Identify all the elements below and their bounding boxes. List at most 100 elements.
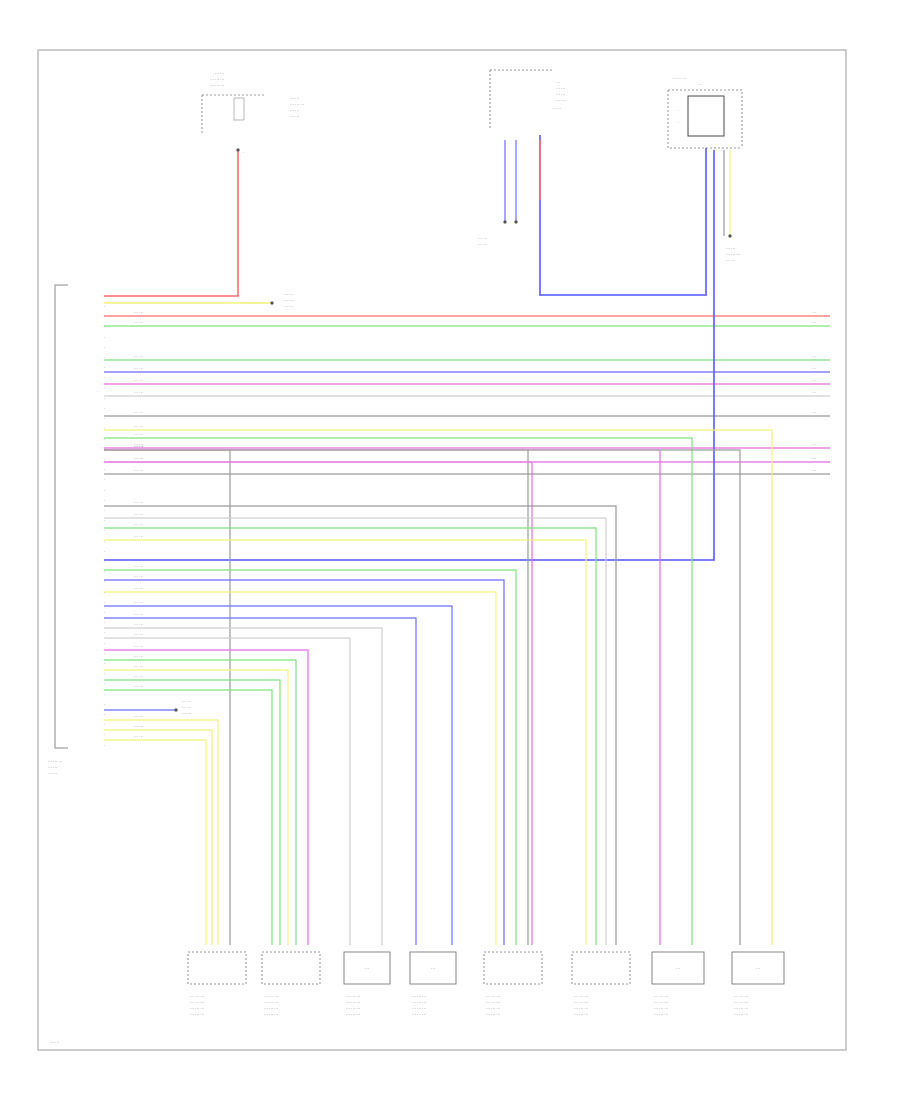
top-left-label-1: ··· ··· — [215, 71, 224, 76]
connector-a: ··· ··· ··· ··· ··· ··· — [182, 699, 191, 716]
bottom-component-8: ······ ··· ······ ··· ······ ··· ······ … — [731, 951, 785, 1017]
wire-label: ··· ··· — [134, 674, 143, 679]
wire-label: · — [243, 150, 244, 155]
wire-label: ··· — [812, 442, 816, 447]
component-box — [483, 951, 543, 985]
splice-dot — [174, 708, 178, 712]
component-caption: ··· ··· ··· — [412, 1012, 426, 1017]
wire-drop — [104, 539, 587, 945]
component-caption: ··· ··· ··· — [654, 1006, 668, 1011]
pin-number: · — [104, 702, 105, 707]
wire-label: ··· ··· — [134, 456, 143, 461]
component-box — [571, 951, 631, 985]
pin-number: · — [104, 518, 105, 523]
wire-drop — [104, 719, 219, 945]
wire-drop — [104, 679, 281, 945]
wire-label: ··· ··· — [134, 512, 143, 517]
component-caption: ··· ··· ··· — [190, 1006, 204, 1011]
wire-label: ··· — [812, 468, 816, 473]
pin-number: · — [104, 436, 105, 441]
wire-drop — [104, 579, 505, 945]
pin-number: · — [104, 651, 105, 656]
wire-drop — [104, 669, 289, 945]
wire-label: ··· — [812, 310, 816, 315]
component-box — [731, 951, 785, 985]
footer-code: ··· ··· — [50, 1040, 59, 1045]
component-caption: ··· ··· ··· — [486, 994, 500, 999]
wire-drop — [104, 627, 383, 945]
pin-number: · — [104, 345, 105, 350]
wire-label: ··· ··· — [134, 534, 143, 539]
wire-label: ··· — [812, 410, 816, 415]
component-caption: ··· ··· ··· — [574, 1012, 588, 1017]
wire-label: ··· ··· — [134, 456, 143, 461]
component-caption: ··· ··· ··· — [654, 1012, 668, 1017]
wire-drop — [104, 617, 417, 945]
wire-label: ··· ··· — [134, 724, 143, 729]
wire-blue-long — [104, 150, 715, 561]
left-module-label-1: ··· ··· ··· — [48, 759, 62, 764]
splice-dot — [270, 301, 274, 305]
pin-number: · — [104, 385, 105, 390]
top-mid-component: ··· ··· ··· ··· ··· ··· ··· ··· ··· ··· … — [478, 69, 565, 247]
wire-drop — [104, 527, 597, 945]
svg-text:··· ···: ··· ··· — [290, 114, 299, 119]
left-module: ··· ··· ··· ··· ··· ··· ··· — [48, 284, 68, 776]
bottom-components: ··· ··· ······ ··· ······ ··· ······ ···… — [187, 951, 785, 1017]
pin-number: · — [104, 426, 105, 431]
pin-number: · — [104, 732, 105, 737]
component-caption: ··· ··· ··· — [574, 994, 588, 999]
connector-a-label-3: ··· ··· — [182, 711, 191, 716]
pin-number: · — [104, 559, 105, 564]
connector-a-label-1: ··· ··· — [182, 699, 191, 704]
wire-drop — [104, 437, 693, 945]
pin-number: · — [104, 681, 105, 686]
wire-drop — [104, 569, 517, 945]
svg-text:··· ···: ··· ··· — [552, 106, 561, 111]
pin-number: · — [104, 508, 105, 513]
wire-label: ··· ··· — [134, 622, 143, 627]
wire-label: ··· — [812, 390, 816, 395]
component-caption: ··· ··· ··· — [346, 1000, 360, 1005]
wire-label: ··· ··· — [134, 654, 143, 659]
wire-drop — [104, 649, 309, 945]
wire-label: ··· ··· — [134, 424, 143, 429]
component-caption: ··· ··· ··· — [654, 994, 668, 999]
pin-number: · — [104, 579, 105, 584]
bottom-component-5: ··· ··· ······ ··· ······ ··· ······ ···… — [483, 951, 543, 1017]
svg-text:··· ··· ···: ··· ··· ··· — [726, 252, 740, 257]
top-mid-label-2: ··· ··· — [556, 86, 565, 91]
wire-drop — [104, 591, 497, 945]
pin-labels: ········································… — [104, 150, 816, 747]
wire-label: ··· ··· — [134, 442, 143, 447]
wire-label: ··· ··· — [134, 390, 143, 395]
splice-dot — [236, 148, 240, 152]
wire-label: ··· ··· — [134, 734, 143, 739]
wire-drop — [104, 461, 533, 945]
bottom-component-3: ······ ··· ······ ··· ······ ··· ······ … — [343, 951, 391, 1017]
component-caption: ··· ··· ··· — [574, 1006, 588, 1011]
bottom-component-2: ··· ··· ······ ··· ······ ··· ······ ···… — [261, 951, 321, 1017]
svg-text:·: · — [678, 108, 679, 113]
wire-label: ··· ··· — [134, 684, 143, 689]
pin-number: · — [104, 467, 105, 472]
component-box-label: ··· — [431, 966, 435, 971]
pin-number: · — [104, 630, 105, 635]
component-caption: ··· ··· ··· — [654, 1000, 668, 1005]
component-box-label: ··· — [756, 966, 760, 971]
wire-drop — [104, 517, 607, 945]
wire-label: ··· ··· — [134, 664, 143, 669]
wire-label: ··· ··· — [134, 522, 143, 527]
wire-drop — [104, 449, 741, 945]
component-caption: ··· ··· ··· — [486, 1000, 500, 1005]
bottom-component-7: ······ ··· ······ ··· ······ ··· ······ … — [651, 951, 705, 1017]
top-mid-label-3: ··· ··· — [556, 92, 565, 97]
wire-label: ··· ··· — [134, 564, 143, 569]
wire-drop — [104, 739, 207, 945]
wire-red-top-left — [104, 150, 239, 297]
wire-drop — [104, 505, 617, 945]
pin-number: · — [104, 589, 105, 594]
top-left-label-3: ··· ··· ··· — [210, 83, 224, 88]
splice-dot — [503, 220, 507, 224]
component-box-label: ··· — [676, 966, 680, 971]
